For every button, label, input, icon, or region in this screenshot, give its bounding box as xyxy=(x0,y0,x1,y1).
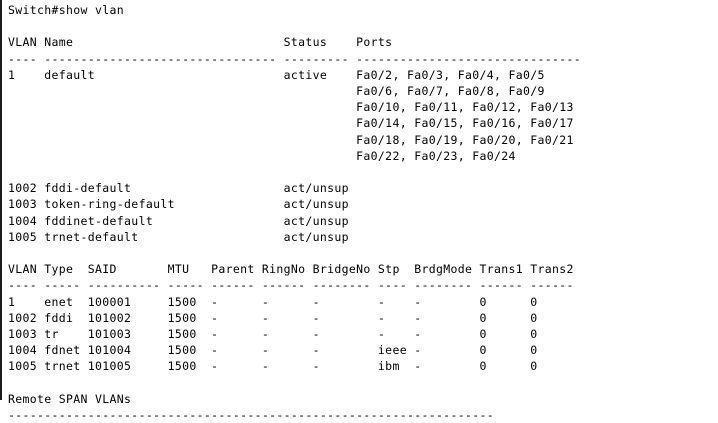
blank-line xyxy=(8,18,718,34)
blank-line xyxy=(8,164,718,180)
detail-table-header: VLAN Type SAID MTU Parent RingNo BridgeN… xyxy=(8,262,574,277)
detail-table-rule: ---- ----- ---------- ----- ------ -----… xyxy=(8,278,574,293)
table-row: 1002 fddi 101002 1500 - - - - - 0 0 xyxy=(8,310,538,325)
table-row: 1002 fddi-default act/unsup xyxy=(8,181,349,196)
table-row: 1004 fdnet 101004 1500 - - - ieee - 0 0 xyxy=(8,343,538,358)
table-row-ports-cont: Fa0/10, Fa0/11, Fa0/12, Fa0/13 xyxy=(8,100,574,115)
table-row: 1 enet 100001 1500 - - - - - 0 0 xyxy=(8,294,538,309)
table-row-ports-cont: Fa0/6, Fa0/7, Fa0/8, Fa0/9 xyxy=(8,84,545,98)
table-row-ports-cont: Fa0/22, Fa0/23, Fa0/24 xyxy=(8,148,516,163)
table-row: 1 default active Fa0/2, Fa0/3, Fa0/4, Fa… xyxy=(8,67,545,82)
prompt-line: Switch#show vlan xyxy=(8,3,125,17)
table-row: 1003 tr 101003 1500 - - - - - 0 0 xyxy=(8,327,538,342)
table-row-ports-cont: Fa0/14, Fa0/15, Fa0/16, Fa0/17 xyxy=(8,116,574,131)
table-row: 1005 trnet-default act/unsup xyxy=(8,229,349,244)
table-row: 1004 fddinet-default act/unsup xyxy=(8,213,349,228)
remote-span-title: Remote SPAN VLANs xyxy=(8,391,132,406)
blank-line xyxy=(8,245,718,261)
table-row: 1003 token-ring-default act/unsup xyxy=(8,197,349,212)
vlan-table-rule: ---- -------------------------------- --… xyxy=(8,51,582,66)
remote-span-rule: ----------------------------------------… xyxy=(8,408,494,423)
blank-line xyxy=(8,375,718,391)
table-row-ports-cont: Fa0/18, Fa0/19, Fa0/20, Fa0/21 xyxy=(8,132,574,147)
vlan-table-header: VLAN Name Status Ports xyxy=(8,35,393,50)
table-row: 1005 trnet 101005 1500 - - - ibm - 0 0 xyxy=(8,359,538,374)
